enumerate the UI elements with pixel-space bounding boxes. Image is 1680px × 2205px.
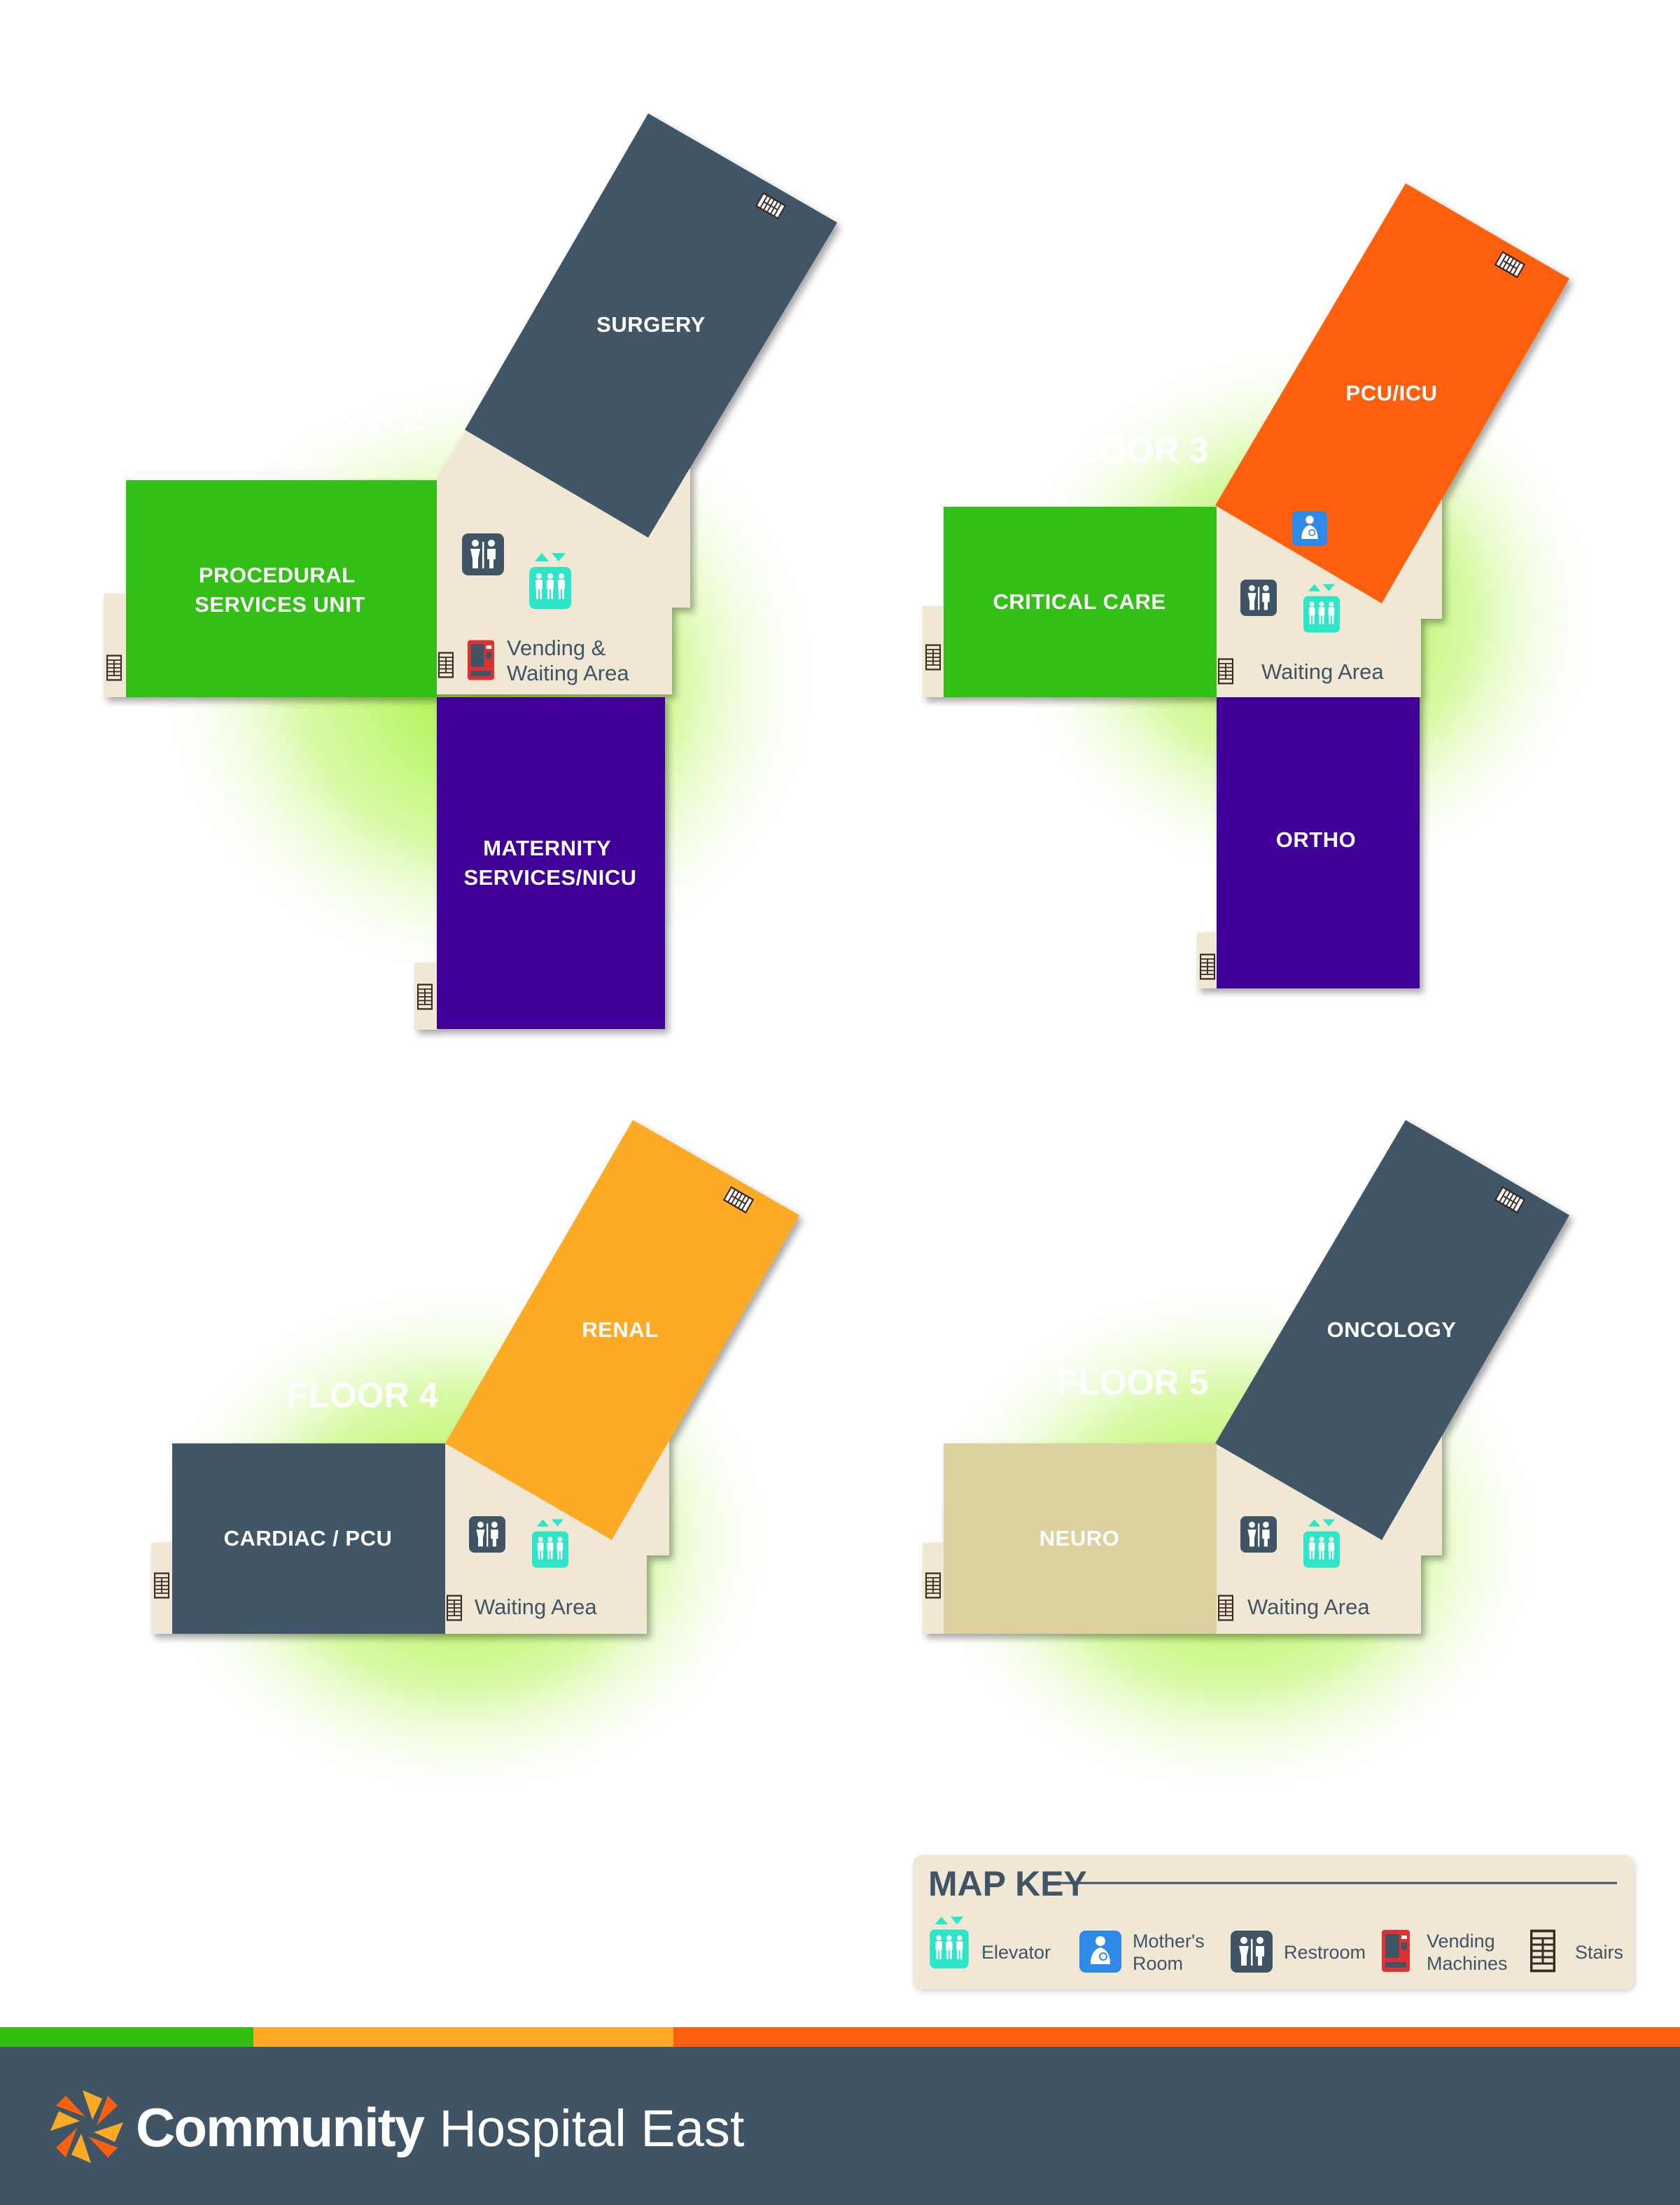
svg-text:PROCEDURAL SERVICES UNIT: PROCEDURAL SERVICES UNIT: [195, 563, 365, 617]
floor-3-map: PCU/ICU CRITICAL CARE ORTHO FLOOR 3 Wait…: [923, 183, 1610, 988]
footer: Community Hospital East: [0, 2027, 1680, 2205]
key-elevator-label: Elevator: [981, 1942, 1051, 1963]
svg-text:CRITICAL CARE: CRITICAL CARE: [993, 589, 1166, 614]
svg-text:SURGERY: SURGERY: [596, 312, 706, 337]
svg-text:CARDIAC / PCU: CARDIAC / PCU: [224, 1526, 393, 1550]
brand-name-bold: Community: [136, 2096, 425, 2158]
restroom-icon: [1240, 1516, 1277, 1553]
map-key: MAP KEY Elevator Mother's Room Restroom …: [913, 1855, 1634, 1989]
svg-text:RENAL: RENAL: [582, 1317, 658, 1342]
svg-text:PCU/ICU: PCU/ICU: [1346, 381, 1438, 405]
floor-3-title: FLOOR 3: [1057, 430, 1209, 470]
room-renal-shape: [445, 1120, 799, 1540]
restroom-icon: [1240, 580, 1277, 616]
floor-4-map: RENAL CARDIAC / PCU FLOOR 4 Waiting Area: [140, 1120, 799, 1806]
restroom-icon: [469, 1516, 505, 1553]
floor-2-map: SURGERY PROCEDURAL SERVICES UNIT MATERNI…: [104, 113, 837, 1030]
room-cardiac-pcu-shape: [172, 1443, 445, 1634]
svg-text:NEURO: NEURO: [1040, 1526, 1119, 1550]
room-oncology-label: ONCOLOGY: [1327, 1317, 1457, 1342]
key-mothers-room-label-1: Mother's: [1133, 1931, 1205, 1952]
floor-4-title: FLOOR 4: [287, 1376, 439, 1415]
mothers-room-icon: [1079, 1931, 1121, 1973]
vending-machine-icon: [468, 640, 494, 680]
footer-stripe-amber: [253, 2027, 673, 2047]
svg-text:MATERNITY SERVICES/NICU: MATERNITY SERVICES/NICU: [463, 836, 636, 890]
room-ortho-label: ORTHO: [1276, 827, 1356, 852]
room-cardiac-pcu-label: CARDIAC / PCU: [224, 1526, 393, 1550]
floor-5-waiting-label: Waiting Area: [1247, 1595, 1370, 1619]
room-pcu-icu-label: PCU/ICU: [1346, 381, 1438, 405]
floor-2-title: FLOOR 2: [273, 398, 425, 438]
footer-stripe-orange: [673, 2027, 1680, 2047]
room-neuro-label: NEURO: [1040, 1526, 1119, 1550]
key-mothers-room-label-2: Room: [1133, 1953, 1183, 1974]
room-maternity-shape: [437, 697, 665, 1029]
room-pcu-icu-shape: [1215, 183, 1569, 603]
vending-machine-icon: [1382, 1930, 1410, 1972]
svg-text:Vending Machines: Vending Machines: [1427, 1931, 1508, 1974]
brand-name-regular: Hospital East: [439, 2099, 744, 2157]
svg-text:ORTHO: ORTHO: [1276, 827, 1356, 852]
room-surgery-label: SURGERY: [596, 312, 706, 337]
room-maternity-label-1: MATERNITY: [483, 836, 611, 860]
svg-text:ONCOLOGY: ONCOLOGY: [1327, 1317, 1457, 1342]
key-vending-label-2: Machines: [1427, 1953, 1508, 1974]
brand-logo-icon: [50, 2090, 123, 2163]
key-restroom-label: Restroom: [1284, 1942, 1366, 1963]
room-critical-care-shape: [944, 507, 1217, 697]
room-critical-care-label: CRITICAL CARE: [993, 589, 1166, 614]
room-procedural-label-1: PROCEDURAL: [199, 563, 355, 587]
key-stairs-label: Stairs: [1575, 1942, 1623, 1963]
floor-2-waiting-label-1: Vending &: [507, 636, 606, 660]
room-maternity-label-2: SERVICES/NICU: [463, 865, 636, 890]
key-vending-label-1: Vending: [1427, 1931, 1495, 1952]
room-oncology-shape: [1215, 1120, 1569, 1540]
room-neuro-shape: [944, 1443, 1217, 1634]
floor-3-waiting-label: Waiting Area: [1261, 659, 1384, 684]
floor-4-waiting-label: Waiting Area: [475, 1595, 597, 1619]
floor-5-title: FLOOR 5: [1057, 1363, 1209, 1402]
floor-5-map: ONCOLOGY NEURO FLOOR 5 Waiting Area: [910, 1120, 1569, 1806]
room-renal-label: RENAL: [582, 1317, 658, 1342]
room-ortho-shape: [1217, 697, 1420, 988]
stair-alcove: [104, 594, 127, 697]
floor-2-waiting-label-2: Waiting Area: [507, 661, 629, 685]
room-procedural-label-2: SERVICES UNIT: [195, 592, 365, 617]
footer-band: [0, 2047, 1680, 2205]
svg-text:Mother's Room: Mother's Room: [1133, 1931, 1210, 1974]
room-surgery-shape: [465, 113, 837, 538]
svg-text:Community Hospital East: Community Hospital East: [136, 2096, 745, 2158]
mothers-room-icon: [1292, 511, 1327, 546]
svg-text:Vending & Waiting Area: Vending & Waiting Area: [507, 636, 629, 685]
room-procedural-shape: [126, 480, 437, 697]
footer-stripe-green: [0, 2027, 253, 2047]
restroom-icon: [1231, 1931, 1273, 1973]
restroom-icon: [462, 533, 504, 575]
